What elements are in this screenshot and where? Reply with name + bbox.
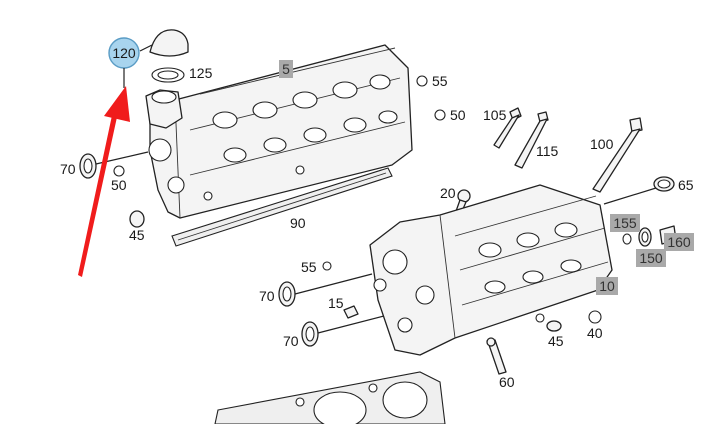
- label-45-right: 45: [548, 333, 564, 349]
- plug-55-mid: [322, 261, 332, 271]
- plug-50-top: [434, 109, 446, 121]
- tag-160-bg: [664, 233, 694, 251]
- label-105: 105: [483, 107, 507, 123]
- label-70-lower: 70: [283, 333, 299, 349]
- label-20: 20: [440, 185, 456, 201]
- stud-115: [514, 111, 549, 169]
- bolt-100: [592, 117, 643, 193]
- tag-5: 5: [282, 61, 290, 77]
- label-55-top: 55: [432, 73, 448, 89]
- head-gasket-bottom: [214, 371, 446, 424]
- label-115: 115: [536, 143, 559, 159]
- plug-55-top: [416, 75, 428, 87]
- plug-45-left: [129, 210, 145, 228]
- label-50-top: 50: [450, 107, 466, 123]
- gasket-90: [171, 167, 393, 247]
- label-40: 40: [587, 325, 603, 341]
- label-55-mid: 55: [301, 259, 317, 275]
- label-70-middle: 70: [259, 288, 275, 304]
- label-70-upper: 70: [60, 161, 76, 177]
- stud-60: [486, 337, 507, 375]
- tag-150: 150: [639, 250, 663, 266]
- tag-10: 10: [599, 278, 615, 294]
- label-50-left: 50: [111, 177, 127, 193]
- bolt-105: [493, 107, 522, 149]
- label-15: 15: [328, 295, 344, 311]
- label-60: 60: [499, 374, 515, 390]
- callout-120-label: 120: [112, 45, 136, 61]
- tag-150-bg: [636, 249, 666, 267]
- cylinder-head-upper: [145, 44, 413, 219]
- label-100: 100: [590, 136, 614, 152]
- label-45-left: 45: [129, 227, 145, 243]
- label-90: 90: [290, 215, 306, 231]
- red-arrow-icon: [78, 86, 130, 277]
- plug-50-left: [113, 165, 125, 177]
- dowel-15: [343, 305, 359, 319]
- tag-10-bg: [596, 277, 618, 295]
- tag-5-bg: [279, 60, 293, 78]
- cylinder-head-lower: [369, 184, 613, 356]
- cap-part-120: [149, 29, 189, 57]
- tag-160: 160: [667, 234, 691, 250]
- tag-155-bg: [610, 214, 640, 232]
- tag-155: 155: [613, 215, 637, 231]
- label-125: 125: [189, 65, 213, 81]
- label-65: 65: [678, 177, 694, 193]
- fitting-150: [638, 227, 652, 247]
- plug-45-right: [546, 320, 562, 332]
- washer-155: [622, 233, 632, 245]
- plug-40: [588, 310, 602, 324]
